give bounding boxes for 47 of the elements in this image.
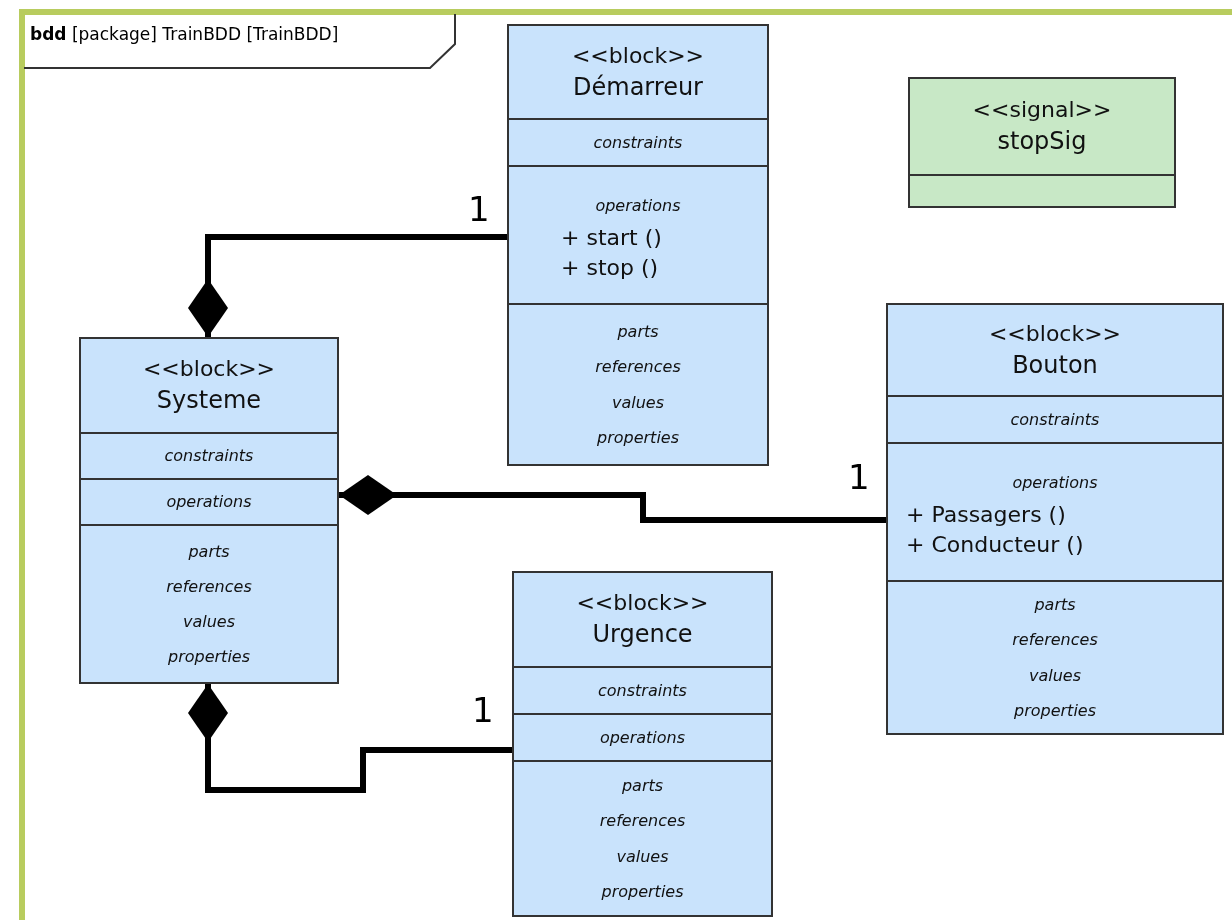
- compartment-label: parts: [188, 540, 230, 563]
- compartment-label: constraints: [1010, 408, 1100, 431]
- compartment-label: values: [616, 845, 669, 868]
- stereotype-label: <<block>>: [576, 589, 709, 618]
- composition-connector: [188, 234, 507, 337]
- compartment-label: properties: [1014, 699, 1096, 722]
- compartment-label: references: [166, 575, 252, 598]
- compartment-label: references: [599, 810, 686, 833]
- compartment-label: operations: [1012, 471, 1098, 494]
- block-name: Démarreur: [573, 71, 703, 103]
- stereotype-label: <<block>>: [988, 319, 1122, 348]
- operation-text: + Conducteur (): [905, 530, 1084, 559]
- block-box: [512, 571, 773, 917]
- block-box: [908, 77, 1176, 208]
- compartment-label: values: [182, 611, 235, 633]
- block-box: [507, 24, 769, 466]
- compartment-label: properties: [597, 426, 679, 449]
- compartment-label: parts: [621, 775, 664, 798]
- block-name: stopSig: [997, 126, 1087, 158]
- block-box: [79, 337, 339, 684]
- compartment-label: parts: [1034, 594, 1076, 617]
- compartment-label: constraints: [164, 445, 254, 468]
- compartment-label: operations: [599, 726, 686, 749]
- compartment-label: properties: [168, 646, 250, 669]
- stereotype-label: <<block>>: [142, 355, 276, 384]
- compartment-label: operations: [595, 194, 681, 217]
- compartment-label: properties: [601, 880, 684, 903]
- block-name: Bouton: [1012, 349, 1098, 381]
- composition-connector: [339, 475, 886, 523]
- operation-text: + start (): [560, 223, 662, 252]
- composition-connector: [188, 684, 512, 793]
- diagram-title: bdd [package] TrainBDD [TrainBDD]: [30, 24, 339, 44]
- compartment-label: parts: [617, 321, 659, 344]
- block-box: [886, 303, 1224, 735]
- operation-text: + Passagers (): [905, 500, 1066, 529]
- compartment-label: constraints: [598, 679, 687, 702]
- compartment-label: references: [595, 356, 681, 379]
- operation-text: + stop (): [560, 253, 659, 282]
- compartment-label: references: [1012, 629, 1098, 652]
- stereotype-label: <<signal>>: [972, 96, 1112, 125]
- compartment-label: operations: [166, 491, 252, 514]
- compartment-label: values: [611, 391, 664, 414]
- stereotype-label: <<block>>: [571, 41, 705, 70]
- compartment-label: values: [1028, 664, 1081, 687]
- block-name: Systeme: [156, 385, 262, 417]
- compartment-label: constraints: [593, 131, 683, 154]
- block-name: Urgence: [592, 619, 693, 651]
